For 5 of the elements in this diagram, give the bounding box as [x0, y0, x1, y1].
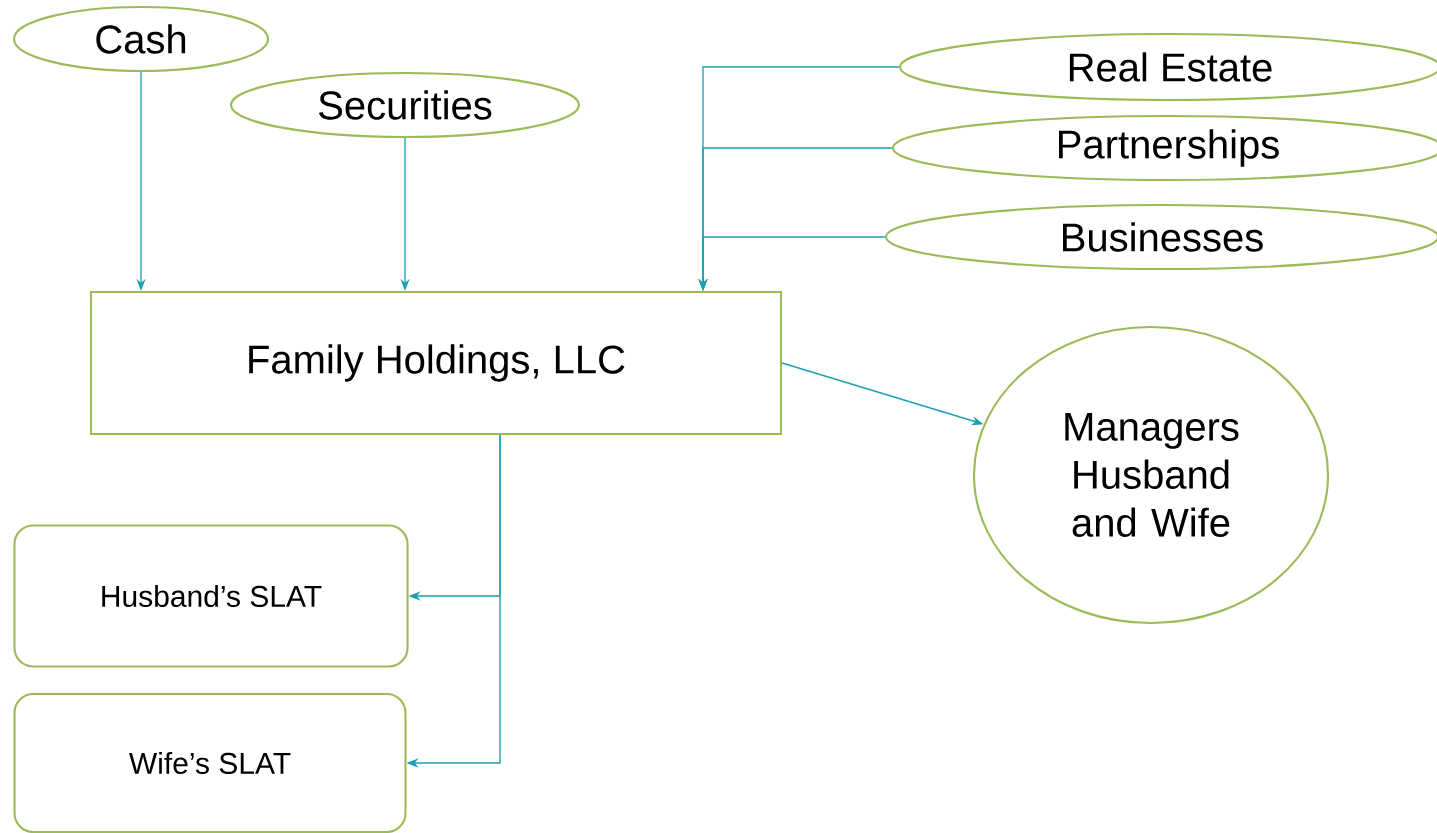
rounded-box: Husband’s SLAT: [13, 524, 409, 668]
rounded-box: Wife’s SLAT: [13, 692, 407, 833]
oval: Securities: [229, 71, 581, 139]
oval: Cash: [12, 5, 270, 73]
process-box: Family Holdings, LLC: [89, 290, 783, 436]
